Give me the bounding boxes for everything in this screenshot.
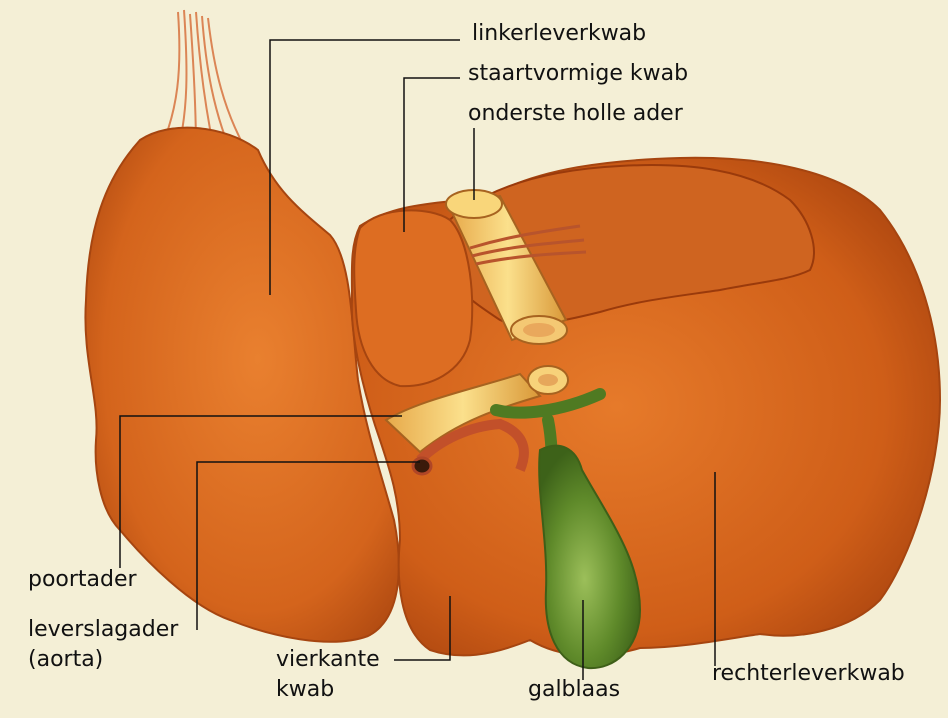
label-poortader: poortader	[28, 566, 137, 594]
label-vierkante: vierkante	[276, 646, 380, 674]
label-leverslagader: leverslagader	[28, 616, 178, 644]
caudate-lobe-shape	[354, 210, 472, 386]
label-onderste-holle-ader: onderste holle ader	[468, 100, 683, 128]
label-kwab: kwab	[276, 676, 334, 704]
label-staartvormige-kwab: staartvormige kwab	[468, 60, 688, 88]
left-lobe-shape	[85, 128, 398, 642]
label-rechterleverkwab: rechterleverkwab	[712, 660, 905, 688]
label-aorta: (aorta)	[28, 646, 103, 674]
label-galblaas: galblaas	[528, 676, 620, 704]
label-linkerleverkwab: linkerleverkwab	[472, 20, 646, 48]
